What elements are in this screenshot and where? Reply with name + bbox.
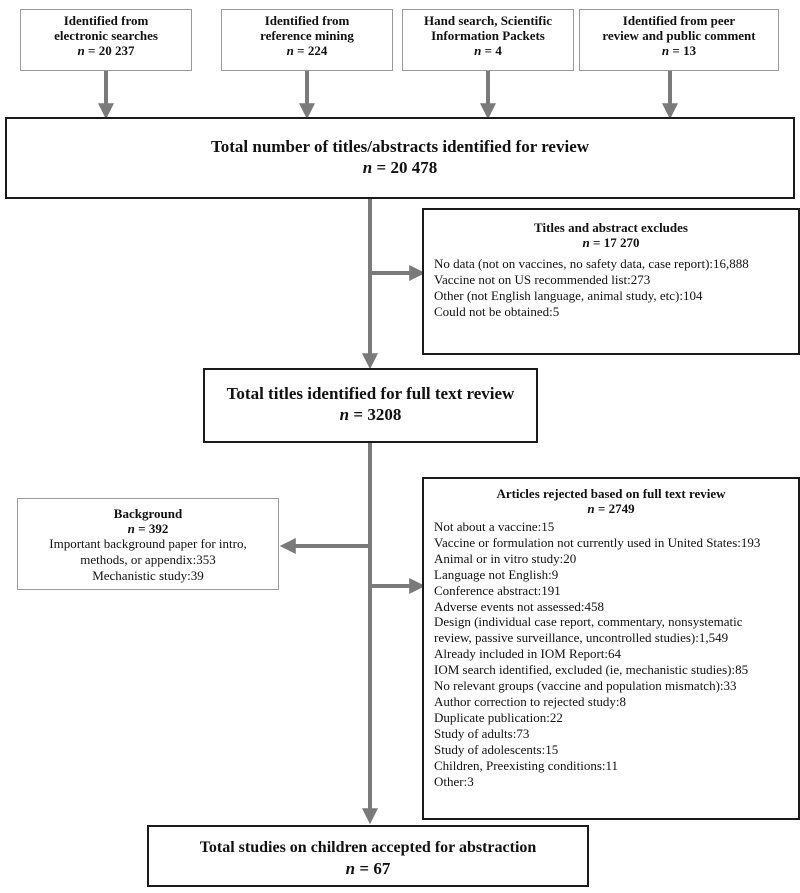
source-line1: Hand search, Scientific bbox=[424, 13, 552, 28]
source-line1: Identified from peer bbox=[622, 13, 736, 28]
rejected-heading: Articles rejected based on full text rev… bbox=[496, 486, 726, 501]
title-excludes-heading: Titles and abstract excludes bbox=[534, 220, 688, 235]
rejected-item: Language not English:9 bbox=[434, 566, 559, 582]
background-heading: Background bbox=[113, 506, 183, 521]
background-item: Important background paper for intro, bbox=[49, 536, 247, 551]
source-box-hand-search: Hand search, Scientific Information Pack… bbox=[402, 9, 574, 71]
source-line1: Identified from bbox=[264, 13, 350, 28]
source-count: n = 224 bbox=[286, 43, 328, 58]
background-box: Background n = 392 Important background … bbox=[17, 498, 279, 590]
rejected-item: Not about a vaccine:15 bbox=[434, 519, 555, 534]
rejected-item: review, passive surveillance, uncontroll… bbox=[434, 630, 729, 646]
source-line1: Identified from bbox=[63, 13, 149, 28]
rejected-count: n = 2749 bbox=[587, 501, 635, 516]
rejected-item: Duplicate publication:22 bbox=[434, 709, 563, 725]
title-excludes-list: No data (not on vaccines, no safety data… bbox=[434, 256, 798, 320]
rejected-item: Already included in IOM Report:64 bbox=[434, 646, 622, 662]
source-line2: reference mining bbox=[260, 28, 354, 43]
background-count: n = 392 bbox=[127, 521, 169, 536]
source-count: n = 4 bbox=[474, 43, 502, 58]
full-text-review-count: n = 3208 bbox=[339, 405, 402, 424]
exclude-item: Could not be obtained:5 bbox=[434, 303, 560, 319]
rejected-box: Articles rejected based on full text rev… bbox=[422, 477, 800, 820]
accepted-count: n = 67 bbox=[345, 859, 391, 878]
rejected-item: Animal or in vitro study:20 bbox=[434, 550, 577, 566]
exclude-item: No data (not on vaccines, no safety data… bbox=[434, 256, 749, 271]
rejected-item: Adverse events not assessed:458 bbox=[434, 598, 605, 614]
rejected-item: Design (individual case report, commenta… bbox=[434, 614, 743, 630]
source-box-reference-mining: Identified from reference mining n = 224 bbox=[221, 9, 393, 71]
title-excludes-box: Titles and abstract excludes n = 17 270 … bbox=[422, 208, 800, 355]
full-text-review-box: Total titles identified for full text re… bbox=[203, 368, 538, 443]
rejected-item: No relevant groups (vaccine and populati… bbox=[434, 678, 737, 694]
rejected-list: Not about a vaccine:15 Vaccine or formul… bbox=[434, 519, 798, 789]
accepted-box: Total studies on children accepted for a… bbox=[147, 825, 589, 887]
rejected-item: Vaccine or formulation not currently use… bbox=[434, 534, 761, 550]
total-identified-count: n = 20 478 bbox=[362, 158, 438, 177]
rejected-item: Conference abstract:191 bbox=[434, 582, 561, 598]
background-item: methods, or appendix:353 bbox=[80, 551, 216, 567]
source-line2: review and public comment bbox=[602, 28, 756, 43]
accepted-title: Total studies on children accepted for a… bbox=[199, 839, 537, 856]
source-count: n = 13 bbox=[661, 43, 697, 58]
total-identified-box: Total number of titles/abstracts identif… bbox=[5, 117, 795, 199]
rejected-item: Other:3 bbox=[434, 773, 474, 789]
background-item: Mechanistic study:39 bbox=[92, 567, 204, 583]
full-text-review-title: Total titles identified for full text re… bbox=[226, 384, 515, 403]
total-identified-title: Total number of titles/abstracts identif… bbox=[210, 137, 590, 156]
title-excludes-count: n = 17 270 bbox=[582, 235, 640, 250]
exclude-item: Other (not English language, animal stud… bbox=[434, 287, 703, 303]
rejected-item: Study of adolescents:15 bbox=[434, 741, 559, 757]
exclude-item: Vaccine not on US recommended list:273 bbox=[434, 271, 651, 287]
source-line2: Information Packets bbox=[431, 28, 545, 43]
source-box-peer-review: Identified from peer review and public c… bbox=[579, 9, 779, 71]
background-list: Important background paper for intro, me… bbox=[18, 536, 278, 584]
rejected-item: Children, Preexisting conditions:11 bbox=[434, 757, 619, 773]
source-box-electronic: Identified from electronic searches n = … bbox=[20, 9, 192, 71]
source-line2: electronic searches bbox=[54, 28, 158, 43]
rejected-item: IOM search identified, excluded (ie, mec… bbox=[434, 662, 749, 678]
rejected-item: Author correction to rejected study:8 bbox=[434, 693, 627, 709]
source-count: n = 20 237 bbox=[77, 43, 135, 58]
rejected-item: Study of adults:73 bbox=[434, 725, 530, 741]
